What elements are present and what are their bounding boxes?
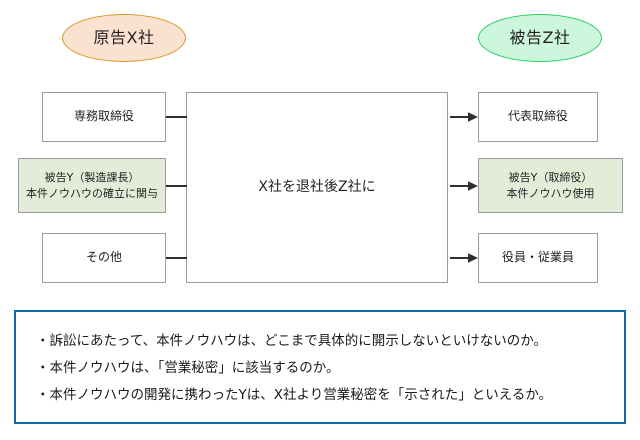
node-box-others: その他 — [42, 233, 166, 283]
node-box-representative-director: 代表取締役 — [478, 92, 598, 142]
connector-line-y-left — [166, 185, 187, 187]
connector-line-others — [166, 257, 187, 259]
node-box-transition-to-z: X社を退社後Z社に — [186, 92, 448, 283]
node-label-line1: その他 — [85, 250, 122, 265]
issue-line-1: ・訴訟にあたって、本件ノウハウは、どこまで具体的に開示しないといけないのか。 — [36, 333, 547, 349]
node-box-senmu-torishimariyaku: 専務取締役 — [42, 92, 166, 142]
arrow-right-icon-daihyo — [450, 112, 478, 122]
node-box-defendant-y-plaintiff-side: 被告Y（製造課長） 本件ノウハウの確立に関与 — [18, 158, 166, 213]
node-label-line2: 本件ノウハウの確立に関与 — [26, 186, 158, 200]
party-ellipse-defendant: 被告Z社 — [478, 14, 602, 62]
node-label-line1: 被告Y（取締役） — [508, 170, 593, 184]
party-label-defendant: 被告Z社 — [509, 28, 571, 47]
node-label-line1: 専務取締役 — [73, 109, 134, 124]
arrow-right-icon-y-right — [450, 181, 478, 191]
issue-line-2: ・本件ノウハウは、「営業秘密」に該当するのか。 — [36, 360, 340, 376]
arrow-right-icon-yakuin — [450, 253, 478, 263]
party-ellipse-plaintiff: 原告X社 — [62, 14, 186, 62]
node-box-officers-employees: 役員・従業員 — [478, 233, 598, 283]
node-label-line1: 役員・従業員 — [501, 250, 574, 265]
issue-line-3: ・本件ノウハウの開発に携わったYは、X社より営業秘密を「示された」といえるか。 — [36, 387, 553, 403]
node-label-center: X社を退社後Z社に — [258, 179, 376, 196]
node-box-defendant-y-defendant-side: 被告Y（取締役） 本件ノウハウ使用 — [478, 158, 623, 213]
node-label-line2: 本件ノウハウ使用 — [506, 186, 595, 200]
node-label-line1: 代表取締役 — [507, 109, 568, 124]
issues-panel: ・訴訟にあたって、本件ノウハウは、どこまで具体的に開示しないといけないのか。 ・… — [14, 310, 626, 424]
connector-line-senmu — [166, 116, 187, 118]
party-label-plaintiff: 原告X社 — [93, 28, 155, 47]
node-label-line1: 被告Y（製造課長） — [44, 170, 140, 184]
